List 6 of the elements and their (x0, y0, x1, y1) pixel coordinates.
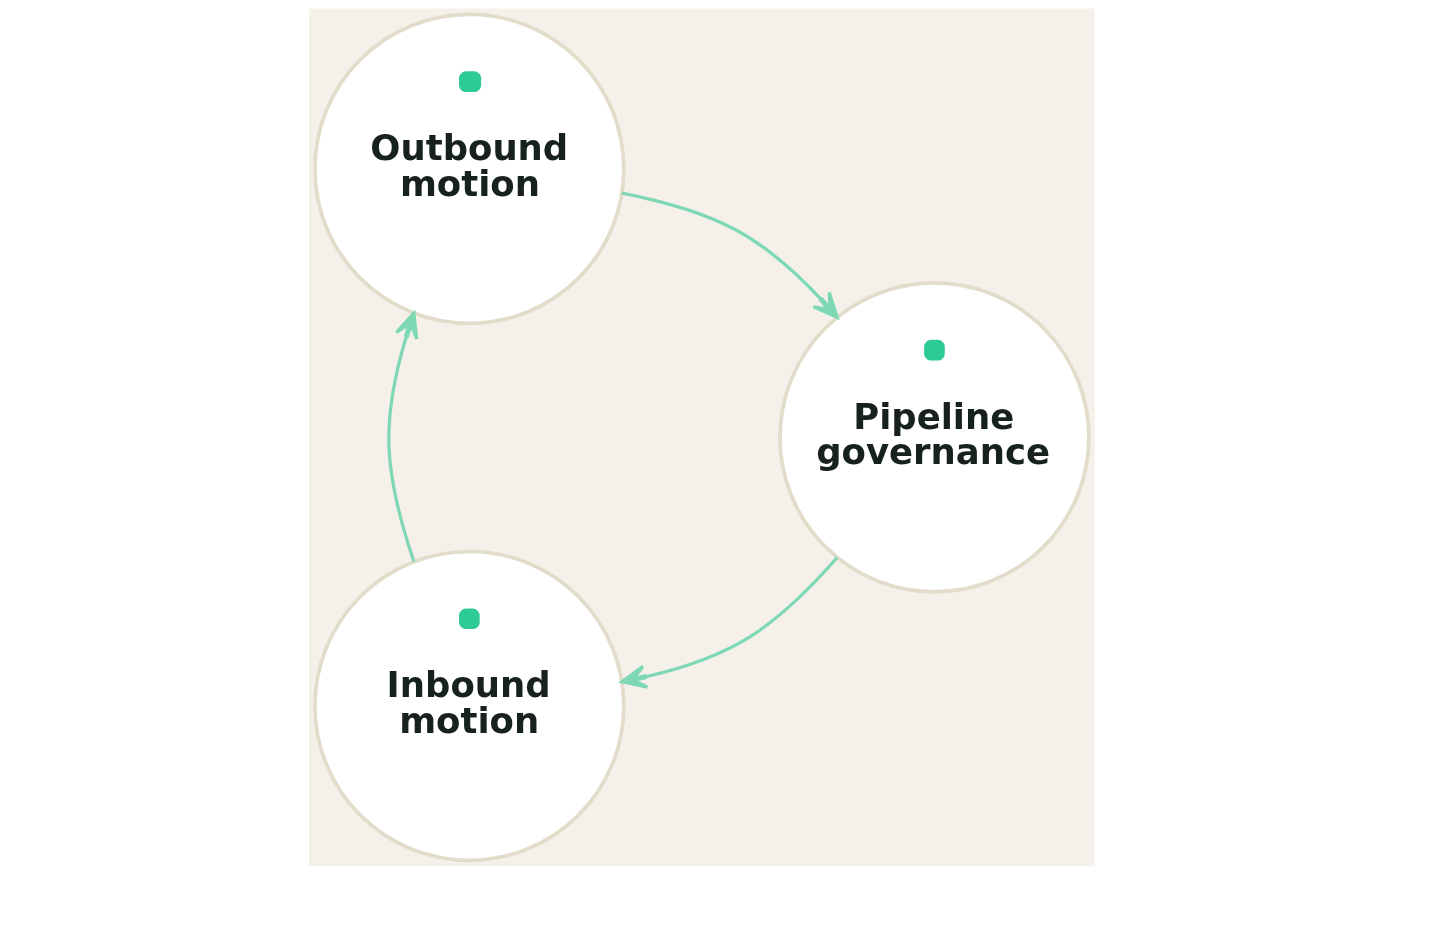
node-circle: Outbound motion (312, 12, 626, 326)
arrow (621, 191, 839, 319)
node-circle: Pipeline governance (777, 281, 1091, 594)
arrow (619, 556, 838, 689)
arrow (386, 311, 418, 563)
node-circle: Inbound motion (312, 549, 626, 863)
